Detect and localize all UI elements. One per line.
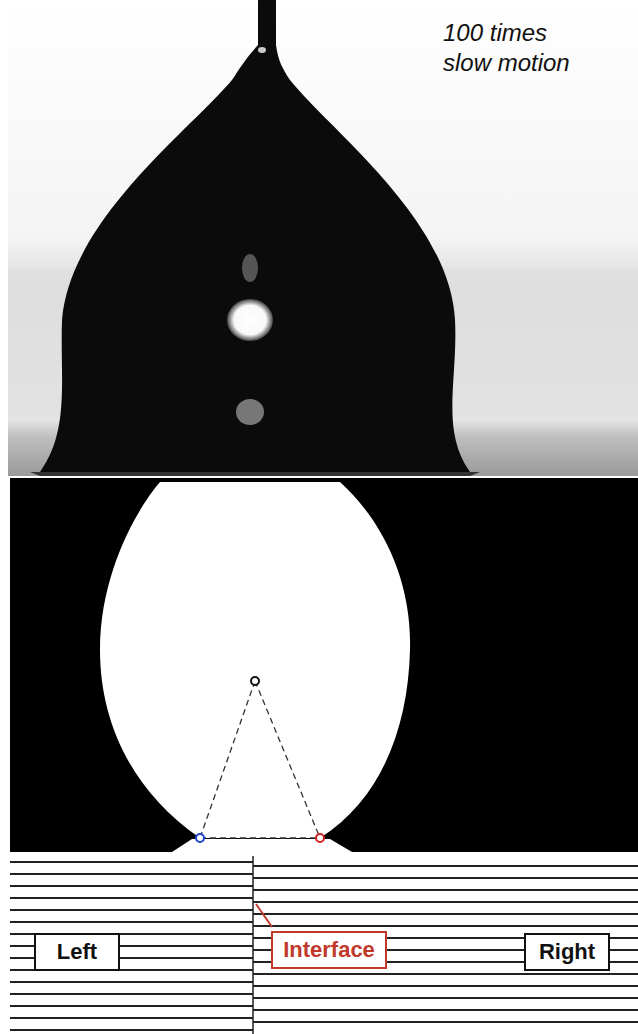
box-label: Right bbox=[536, 939, 598, 965]
highlight bbox=[258, 47, 266, 53]
photo-background bbox=[8, 0, 638, 476]
caption-note: 100 times slow motion bbox=[443, 18, 593, 78]
center-point bbox=[251, 677, 259, 685]
highlight bbox=[236, 399, 264, 425]
box-label: Left bbox=[46, 939, 108, 965]
highlight bbox=[242, 254, 258, 282]
highlight bbox=[227, 299, 273, 341]
right-contact-point bbox=[316, 834, 324, 842]
droplet-silhouette bbox=[100, 482, 410, 838]
interface-line bbox=[252, 856, 254, 1034]
left-contact-point bbox=[196, 834, 204, 842]
interface-label-box: Interface bbox=[271, 931, 387, 969]
region-label-box: Right bbox=[524, 933, 610, 971]
binary-background bbox=[10, 478, 638, 852]
droplet-reflection bbox=[30, 472, 480, 476]
region-label-box: Left bbox=[34, 933, 120, 971]
droplet-photo bbox=[40, 0, 470, 472]
box-label: Interface bbox=[283, 937, 375, 963]
contact-triangle bbox=[200, 681, 320, 838]
leader-line bbox=[256, 904, 272, 927]
stripe-pattern bbox=[10, 862, 638, 1030]
